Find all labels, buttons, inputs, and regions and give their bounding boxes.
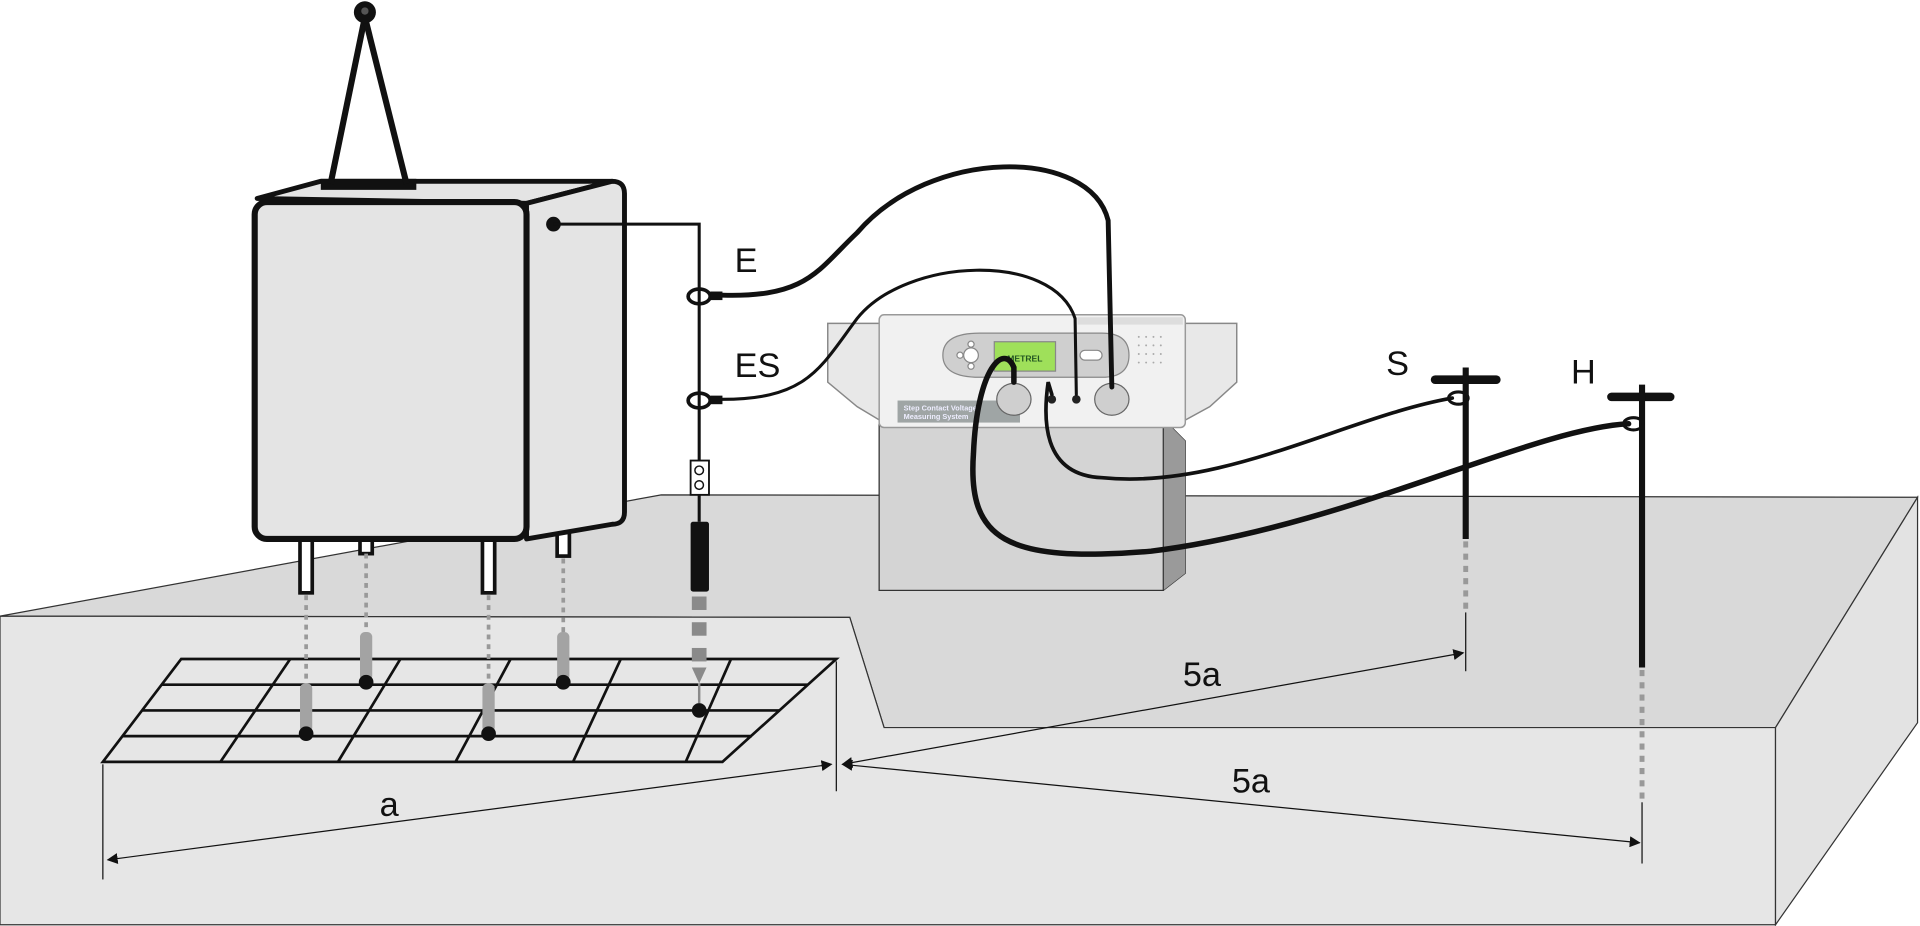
ground-side-face [1774, 495, 1919, 926]
cable-e [720, 164, 1115, 390]
handle-left [827, 322, 883, 423]
cables [720, 164, 1632, 557]
label-es: ES [735, 347, 781, 385]
cable-s [1044, 381, 1455, 481]
label-s: S [1386, 345, 1409, 383]
lcd-display [993, 341, 1057, 372]
clamp-h-icon [1622, 416, 1645, 432]
cabinet-front [251, 199, 530, 543]
clamp-es-icon [686, 391, 723, 410]
handle-right [1182, 322, 1238, 423]
label-h: H [1571, 353, 1596, 391]
connection-1 [298, 537, 315, 742]
antenna-icon [327, 16, 410, 185]
label-e: E [735, 242, 758, 280]
measuring-instrument: METREL Step Contact Voltage Measuring Sy… [827, 314, 1238, 429]
dimension-lines [102, 612, 1643, 880]
clamp-e-icon [686, 287, 723, 306]
label-5a-lower: 5a [1232, 762, 1271, 800]
probe-s [1430, 367, 1501, 613]
dimension-a [106, 760, 833, 865]
cable-es [720, 268, 1078, 401]
instrument-name-line1: Step Contact Voltage [904, 403, 977, 412]
cabinet-side [524, 178, 627, 542]
socket-2 [1072, 395, 1081, 404]
connection-2 [358, 537, 375, 690]
instrument-name-plate [897, 400, 1020, 423]
terminal-left [996, 382, 1032, 416]
probe-h [1607, 384, 1675, 803]
transformer-cabinet [251, 1, 627, 543]
clamp-s-icon [1447, 390, 1470, 406]
cable-h [970, 355, 1632, 557]
earth-rod [690, 521, 709, 592]
earth-conductor [546, 216, 710, 718]
cabinet-roof-plate [320, 178, 417, 190]
instrument-name-line2: Measuring System [904, 412, 969, 421]
label-5a-upper: 5a [1183, 656, 1222, 694]
label-a: a [380, 786, 400, 824]
instrument-brand: METREL [1007, 353, 1042, 363]
dimension-5a-lower [841, 759, 1641, 848]
dimension-5a-upper [841, 649, 1465, 768]
socket-1 [1047, 395, 1057, 404]
instrument-stand [878, 418, 1186, 591]
